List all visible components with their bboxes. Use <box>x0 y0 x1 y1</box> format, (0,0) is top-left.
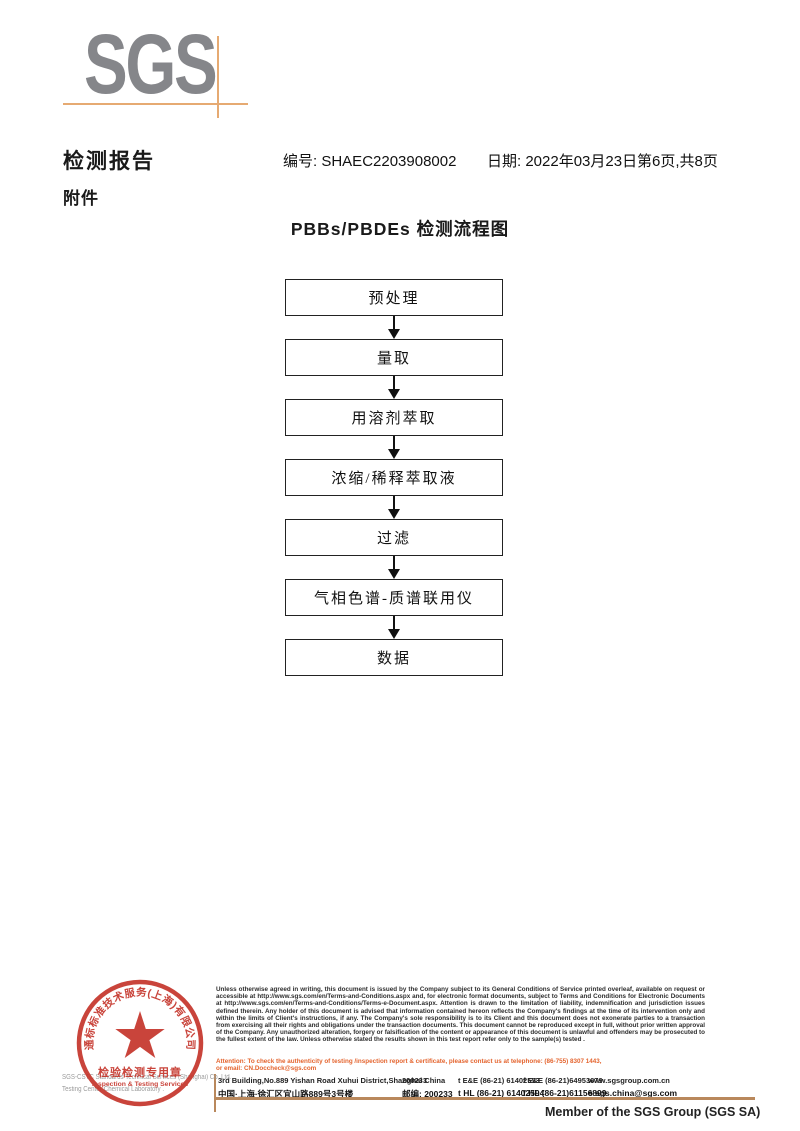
down-arrow-icon <box>285 556 503 579</box>
postcode-cn: 邮编: 200233 <box>402 1089 453 1099</box>
footer-horizontal-line <box>215 1097 755 1100</box>
flow-step-solvent-extraction: 用溶剂萃取 <box>285 399 503 436</box>
flow-step-data: 数据 <box>285 639 503 676</box>
footer-vertical-line <box>214 1074 216 1112</box>
flow-step-gcms: 气相色谱-质谱联用仪 <box>285 579 503 616</box>
logo-vertical-line <box>217 36 219 118</box>
address-row-cn: 中国·上海·徐汇区宜山路889号3号楼 邮编: 200233 t HL (86-… <box>216 1088 776 1101</box>
phone-ee: t E&E (86-21) 61402553 <box>458 1076 540 1085</box>
email-address: e sgs.china@sgs.com <box>588 1088 678 1098</box>
fax-ee: f E&E (86-21)64953679 <box>523 1076 603 1085</box>
company-name-en: SGS-CSTC Standards Technical Services (S… <box>62 1074 232 1081</box>
legal-disclaimer: Unless otherwise agreed in writing, this… <box>216 986 705 1044</box>
company-lab-en: Testing Center-Chemical Laboratory . <box>62 1086 165 1093</box>
attention-notice: Attention: To check the authenticity of … <box>216 1058 705 1072</box>
address-cn: 中国·上海·徐汇区宜山路889号3号楼 <box>218 1089 354 1099</box>
attachment-label: 附件 <box>63 189 99 208</box>
inspection-stamp-icon: 通标标准技术服务(上海)有限公司 检验检测专用章 Inspection & Te… <box>76 979 204 1107</box>
star-icon <box>115 1011 165 1058</box>
report-number-label: 编号: <box>283 153 318 170</box>
down-arrow-icon <box>285 436 503 459</box>
logo-horizontal-line <box>63 103 248 105</box>
flow-step-pretreatment: 预处理 <box>285 279 503 316</box>
postcode-en: 200233 <box>402 1076 428 1085</box>
sgs-logo: SGS <box>84 17 218 111</box>
report-number-value: SHAEC2203908002 <box>321 153 457 170</box>
flow-step-measure: 量取 <box>285 339 503 376</box>
report-date: 日期: 2022年03月23日 <box>487 150 637 171</box>
report-date-value: 2022年03月23日 <box>525 153 638 170</box>
flowchart-title: PBBs/PBDEs 检测流程图 <box>290 219 510 239</box>
flowchart: 预处理 量取 用溶剂萃取 浓缩/稀释萃取液 过滤 气相色谱-质谱联用仪 数据 <box>285 279 503 676</box>
page-indicator: 第6页,共8页 <box>637 153 718 170</box>
phone-hl: t HL (86-21) 61402594 <box>458 1088 545 1098</box>
address-en: 3rd Building,No.889 Yishan Road Xuhui Di… <box>218 1076 446 1085</box>
report-number: 编号: SHAEC2203908002 <box>283 150 456 171</box>
flow-step-filter: 过滤 <box>285 519 503 556</box>
address-row-en: 3rd Building,No.889 Yishan Road Xuhui Di… <box>216 1076 776 1089</box>
website-url: www.sgsgroup.com.cn <box>588 1076 670 1085</box>
down-arrow-icon <box>285 496 503 519</box>
sgs-member-line: Member of the SGS Group (SGS SA) <box>545 1105 761 1119</box>
down-arrow-icon <box>285 316 503 339</box>
stamp-cn-line: 检验检测专用章 <box>98 1065 182 1079</box>
down-arrow-icon <box>285 616 503 639</box>
page-title: 检测报告 <box>63 150 155 173</box>
down-arrow-icon <box>285 376 503 399</box>
flow-step-concentrate-dilute: 浓缩/稀释萃取液 <box>285 459 503 496</box>
report-date-label: 日期: <box>487 153 522 170</box>
attention-line-2: or email: CN.Doccheck@sgs.com <box>216 1065 317 1073</box>
stamp-en-line: Inspection & Testing Services <box>92 1081 188 1088</box>
attention-line-1: Attention: To check the authenticity of … <box>216 1058 602 1065</box>
fax-hl: f HL (86-21)61156899 <box>523 1088 607 1098</box>
